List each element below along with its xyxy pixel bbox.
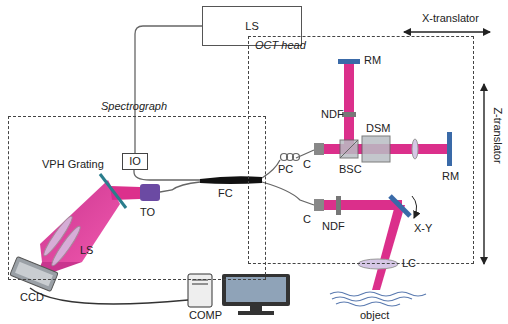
optical-fiber: [134, 150, 314, 205]
ccd-camera: [10, 256, 58, 291]
translator-label: X-translator: [422, 12, 479, 25]
optical-fiber: [160, 182, 200, 192]
filter-label: NDF: [322, 220, 345, 233]
translator-label: Z-translator: [491, 107, 504, 163]
beam: [324, 200, 402, 210]
scanner-label: X-Y: [414, 222, 432, 235]
optical-fiber: [262, 160, 280, 178]
beam: [322, 64, 447, 290]
nd-filter: [336, 196, 341, 215]
lens: [358, 259, 398, 269]
nd-filter: [342, 112, 356, 117]
fiber-coupler: [200, 176, 262, 184]
computer: [226, 277, 286, 302]
lens-label: LC: [402, 257, 416, 270]
node-label: Spectrograph: [101, 100, 167, 113]
mirror-label: RM: [364, 54, 381, 67]
x-translator-arrow: [404, 31, 490, 32]
optical-illustration: [340, 140, 358, 158]
lens: [412, 139, 418, 159]
medium-label: DSM: [366, 122, 390, 135]
node-label: IO: [129, 155, 141, 168]
computer: [238, 311, 274, 315]
collimator: [140, 184, 160, 201]
scanning-mirror: [390, 196, 410, 216]
computer: [222, 274, 290, 306]
reference-mirror: [338, 59, 360, 64]
controller-label: PC: [278, 163, 293, 176]
lens-label: LS: [80, 244, 93, 257]
vph-grating: [100, 174, 126, 208]
collimator-label: C: [303, 213, 311, 226]
beam: [372, 205, 405, 290]
grating-label: VPH Grating: [42, 158, 104, 171]
computer: [188, 274, 290, 315]
object-surface: [336, 302, 400, 306]
object-surface: [332, 297, 412, 301]
computer-label: COMP: [189, 309, 222, 322]
beam: [344, 64, 354, 146]
oct-head-region: OCT head: [248, 36, 474, 264]
object-surface: [330, 292, 426, 296]
optical-fiber: [262, 182, 314, 205]
computer: [188, 274, 212, 307]
computer: [192, 284, 208, 285]
filter-label: NDF: [321, 108, 344, 121]
coupler-label: FC: [218, 187, 233, 200]
object-surface: [330, 292, 426, 306]
optical-fiber: [135, 26, 202, 153]
lens: [49, 224, 83, 268]
scan-arc: [412, 196, 417, 218]
polarization-controller: [281, 154, 300, 161]
beam-splitter-cube: [340, 140, 358, 158]
collimator-label: TO: [140, 206, 155, 219]
ccd-camera: [10, 256, 58, 291]
dispersion-medium: [362, 136, 390, 162]
ccd-camera: [15, 262, 53, 287]
z-translator-arrow: [483, 84, 484, 264]
sample-label: object: [360, 309, 389, 322]
splitter-label: BSC: [339, 163, 362, 176]
beam: [40, 180, 120, 262]
collimator: [314, 143, 324, 155]
reference-mirror: [447, 132, 452, 166]
polarization-controller: [293, 154, 300, 161]
isolator-box: IO: [122, 153, 148, 170]
collimator: [314, 199, 324, 211]
collimator-label: C: [303, 158, 311, 171]
node-label: OCT head: [255, 39, 306, 52]
node-label: LS: [245, 20, 258, 33]
camera-label: CCD: [20, 291, 44, 304]
cable: [30, 288, 188, 304]
mirror-label: RM: [442, 170, 459, 183]
